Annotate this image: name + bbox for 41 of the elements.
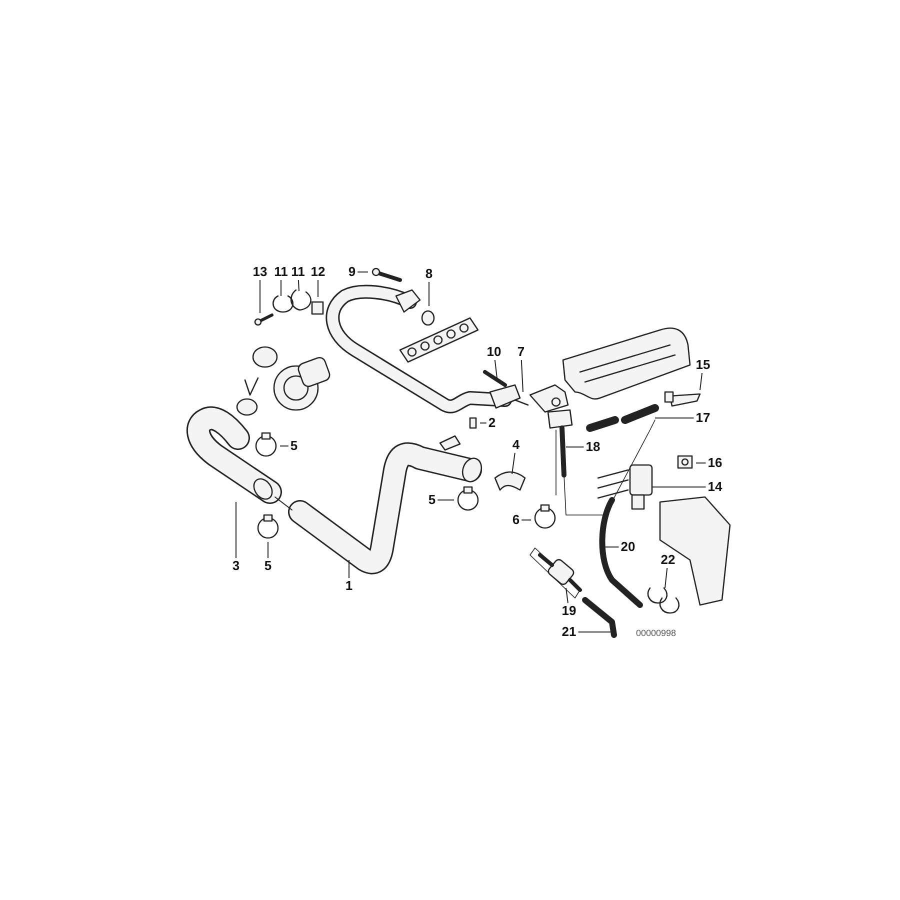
callout-number: 3 [231, 559, 241, 573]
callout-number: 11 [273, 265, 289, 279]
callout-number: 13 [252, 265, 268, 279]
drawing-number: 00000998 [636, 628, 676, 638]
callout-number: 22 [660, 553, 676, 567]
callout-number: 5 [427, 493, 437, 507]
leader-line [298, 280, 300, 292]
leader-line [348, 560, 350, 578]
leader-line [428, 282, 430, 306]
callout-number: 5 [263, 559, 273, 573]
leader-line [652, 486, 706, 488]
leader-line [494, 360, 498, 378]
callout-number: 8 [424, 267, 434, 281]
callout-number: 6 [511, 513, 521, 527]
leader-line [280, 280, 282, 296]
leader-line [512, 452, 516, 474]
callout-number: 17 [694, 411, 712, 425]
leader-line [664, 568, 668, 588]
callout-number: 15 [694, 358, 712, 372]
leader-line [700, 372, 703, 390]
leader-line [566, 446, 584, 448]
callout-number: 18 [584, 440, 602, 454]
callout-number: 4 [511, 438, 521, 452]
callout-number: 20 [620, 540, 636, 554]
leader-line [520, 360, 524, 392]
callout-number: 7 [516, 345, 526, 359]
leader-line [604, 546, 620, 548]
callout-number: 2 [487, 416, 497, 430]
leader-line [566, 588, 568, 604]
callout-number: 14 [706, 480, 724, 494]
callout-number: 11 [290, 265, 306, 279]
leader-line [480, 422, 487, 424]
callout-number: 12 [310, 265, 326, 279]
callout-number: 16 [706, 456, 724, 470]
callout-number: 10 [486, 345, 502, 359]
callout-number: 9 [347, 265, 357, 279]
callout-number: 1 [344, 579, 354, 593]
callout-number: 21 [560, 625, 578, 639]
callout-number: 5 [289, 439, 299, 453]
callout-number: 19 [560, 604, 578, 618]
leader-line [696, 462, 706, 464]
